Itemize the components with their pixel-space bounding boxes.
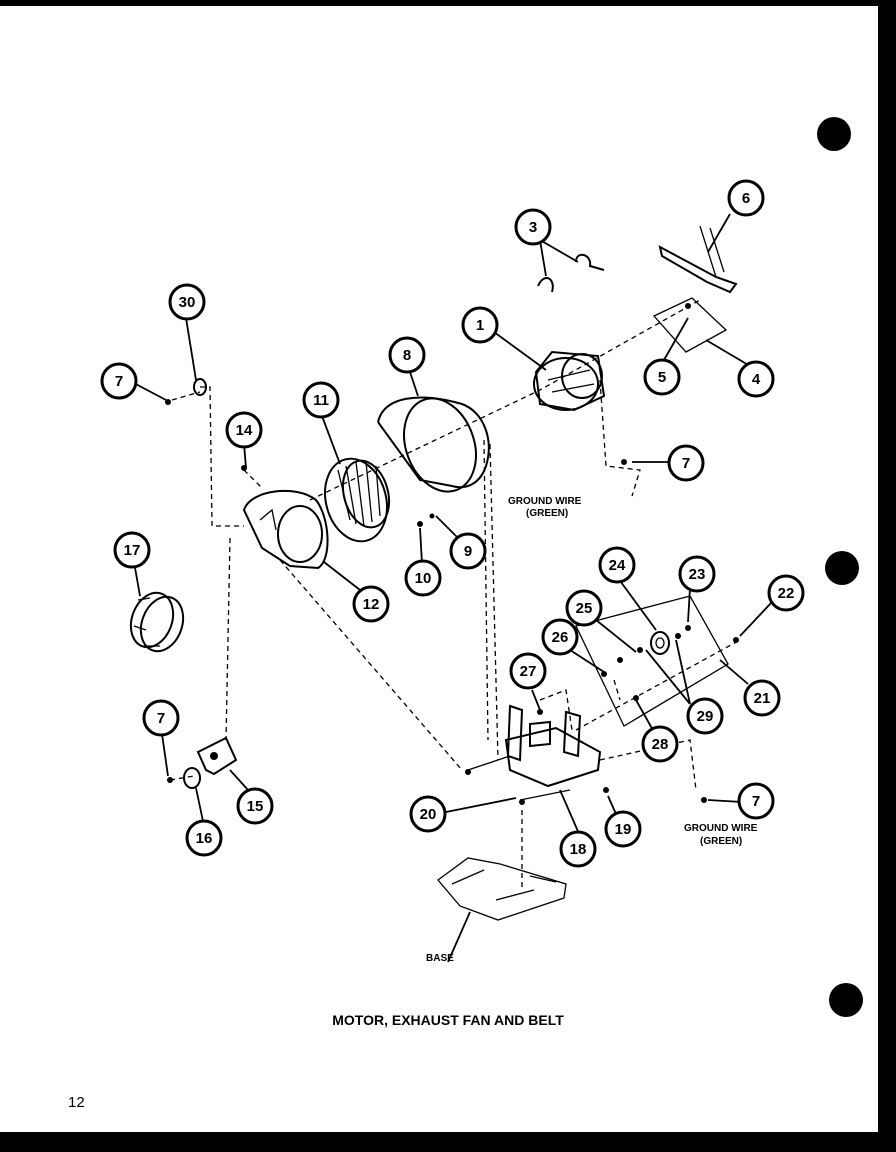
svg-text:7: 7 [115,373,123,390]
scan-edge-right [878,0,896,1152]
motor-part [533,350,606,412]
svg-text:25: 25 [576,600,593,617]
scan-edge-top [0,0,896,6]
binder-hole-middle [825,551,859,585]
svg-text:8: 8 [403,347,411,364]
svg-text:16: 16 [196,830,213,847]
assembly-lines [169,299,741,890]
svg-text:1: 1 [476,317,484,334]
callout-7-d: 7 [737,782,775,820]
svg-text:6: 6 [742,190,750,207]
svg-text:27: 27 [520,663,537,680]
svg-text:9: 9 [464,543,472,560]
callout-17: 17 [113,531,151,569]
callout-29: 29 [686,697,724,735]
svg-text:14: 14 [236,422,253,439]
page-number: 12 [68,1094,85,1111]
svg-text:7: 7 [682,455,690,472]
ground-wire-label-2: GROUND WIRE [684,823,758,834]
callout-21: 21 [743,679,781,717]
svg-text:21: 21 [754,690,771,707]
idler-bracket-part [183,736,238,789]
callout-30: 30 [168,283,206,321]
binder-hole-top [817,117,851,151]
svg-text:17: 17 [124,542,141,559]
callout-18: 18 [559,830,597,868]
o-ring-part [193,378,207,396]
svg-text:11: 11 [313,392,329,409]
fan-impeller-part [324,457,391,543]
svg-text:22: 22 [778,585,795,602]
callout-27: 27 [509,652,547,690]
callout-6: 6 [727,179,765,217]
diagram-title: MOTOR, EXHAUST FAN AND BELT [332,1012,564,1028]
ground-wire-color-label-2: (GREEN) [700,836,742,847]
callout-7-b: 7 [667,444,705,482]
hardware-dots [165,303,739,805]
callout-7-a: 7 [100,362,138,400]
svg-text:3: 3 [529,219,537,236]
ground-wire-label-1: GROUND WIRE [508,496,582,507]
callout-22: 22 [767,574,805,612]
svg-text:7: 7 [157,710,165,727]
svg-text:24: 24 [609,557,626,574]
ring-part [129,591,185,653]
callout-16: 16 [185,819,223,857]
svg-text:29: 29 [697,708,714,725]
scan-edge-bottom [0,1132,896,1152]
callout-11: 11 [302,381,340,419]
callout-4: 4 [737,360,775,398]
callout-23: 23 [678,555,716,593]
fan-housing-part [377,396,490,493]
svg-text:7: 7 [752,793,760,810]
callout-12: 12 [352,585,390,623]
callout-8: 8 [388,336,426,374]
base-label: BASE [426,953,454,964]
leader-lines [131,213,773,963]
callout-7-c: 7 [142,699,180,737]
svg-text:20: 20 [420,806,437,823]
callout-14: 14 [225,411,263,449]
fan-cover-part [242,489,329,570]
callout-25: 25 [565,589,603,627]
callout-26: 26 [541,618,579,656]
svg-text:26: 26 [552,629,569,646]
callout-15: 15 [236,787,274,825]
callout-24: 24 [598,546,636,584]
pulley-part [650,631,670,655]
callout-1: 1 [461,306,499,344]
callout-3: 3 [514,208,552,246]
ground-wire-color-label-1: (GREEN) [526,508,568,519]
callout-5: 5 [643,358,681,396]
motor-mount-part [467,704,602,801]
svg-text:23: 23 [689,566,706,583]
svg-text:19: 19 [615,821,632,838]
callout-9: 9 [449,532,487,570]
svg-text:15: 15 [247,798,264,815]
svg-text:12: 12 [363,596,380,613]
svg-text:18: 18 [570,841,587,858]
callout-28: 28 [641,725,679,763]
callout-10: 10 [404,559,442,597]
base-part [437,857,567,921]
mount-plate-part [575,595,729,727]
callout-20: 20 [409,795,447,833]
svg-text:4: 4 [752,371,761,388]
svg-text:5: 5 [658,369,666,386]
svg-text:10: 10 [415,570,432,587]
binder-hole-bottom [829,983,863,1017]
svg-text:28: 28 [652,736,669,753]
clip-part [537,253,605,293]
callout-19: 19 [604,810,642,848]
svg-text:30: 30 [179,294,196,311]
